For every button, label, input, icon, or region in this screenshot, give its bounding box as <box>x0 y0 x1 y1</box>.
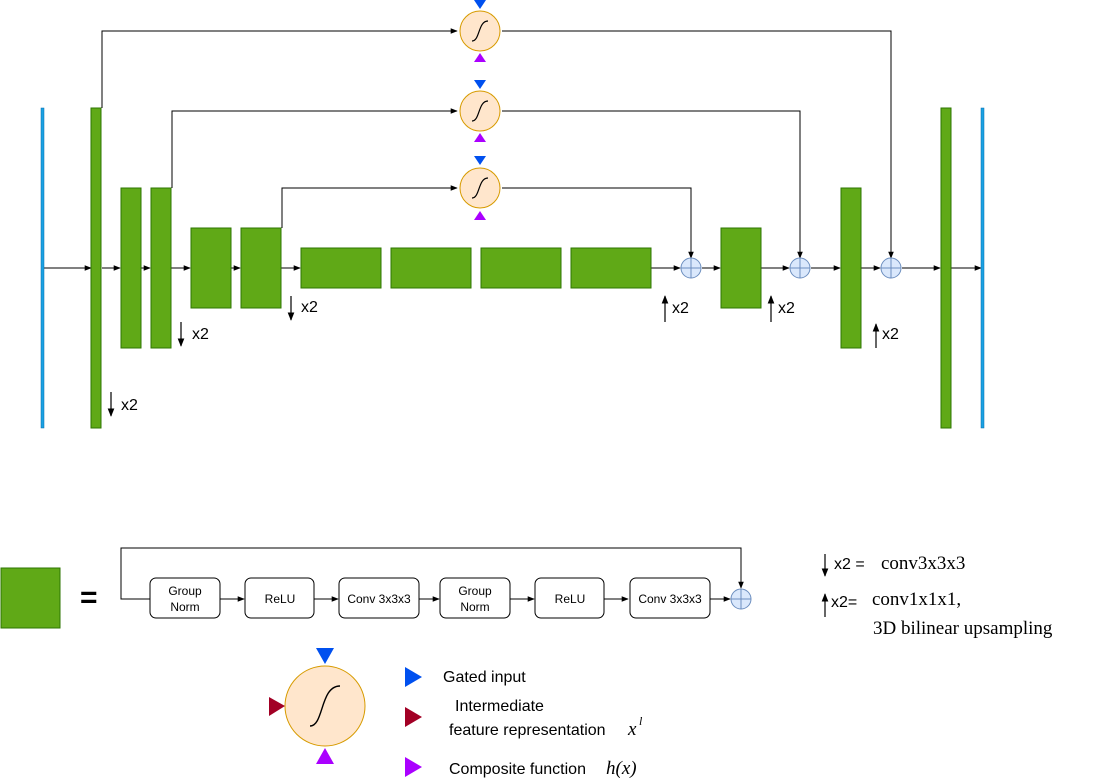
scale-label-dec3: x2 <box>882 326 899 343</box>
step-label: Conv 3x3x3 <box>638 592 702 606</box>
composite-math: h(x) <box>606 758 637 778</box>
legend-step-conv-2 <box>629 577 711 619</box>
step-label: Conv 3x3x3 <box>347 592 411 606</box>
input-bar <box>40 107 45 429</box>
bottleneck-block-1 <box>300 247 382 289</box>
step-label: ReLU <box>265 592 296 606</box>
gated-input-marker <box>405 667 422 687</box>
scale-label-enc3: x2 <box>301 299 318 316</box>
scale-label-enc1: x2 <box>121 397 138 414</box>
legend-block-swatch <box>0 567 61 629</box>
output-bar <box>980 107 985 429</box>
attention-gate-2 <box>459 80 501 142</box>
legend-up-definition-line1: conv1x1x1, <box>872 589 961 610</box>
intermediate-math: x <box>627 719 637 740</box>
legend-step-relu-2 <box>534 577 605 619</box>
sum-node-2 <box>789 257 811 279</box>
residual-path <box>120 547 744 602</box>
skip-connection-1 <box>101 28 894 259</box>
step-label: ReLU <box>555 592 586 606</box>
sum-node-1 <box>880 257 902 279</box>
legend-sum-node <box>730 588 752 610</box>
encoder-block-2a <box>120 187 142 349</box>
intermediate-label-line1: Intermediate <box>455 698 544 715</box>
scale-label-dec1: x2 <box>672 300 689 317</box>
intermediate-label-line2: feature representation <box>449 722 606 739</box>
gate-legend-symbol <box>269 648 366 764</box>
intermediate-marker <box>405 707 422 727</box>
legend-step-relu-1 <box>244 577 315 619</box>
attention-gate-3 <box>459 156 501 220</box>
encoder-block-3b <box>240 227 282 309</box>
legend-step-conv-1 <box>338 577 420 619</box>
encoder-block-1 <box>90 107 102 429</box>
decoder-block-3 <box>720 227 762 309</box>
attention-gate-1 <box>459 0 501 62</box>
scale-label-dec2: x2 <box>778 300 795 317</box>
encoder-block-2b <box>150 187 172 349</box>
sum-node-3 <box>680 257 702 279</box>
legend-up-label: x2= <box>831 594 857 611</box>
legend-down-label: x2 = <box>834 556 865 573</box>
skip-connection-2 <box>171 108 803 259</box>
encoder-block-3a <box>190 227 232 309</box>
decoder-block-2 <box>840 187 862 349</box>
step-label: Norm <box>170 600 199 614</box>
bottleneck-block-2 <box>390 247 472 289</box>
step-label: Group <box>168 584 202 598</box>
composite-label: Composite function <box>449 761 586 778</box>
bottleneck-block-3 <box>480 247 562 289</box>
composite-marker <box>405 757 422 777</box>
bottleneck-block-4 <box>570 247 652 289</box>
decoder-block-1 <box>940 107 952 429</box>
legend-step-groupnorm-2 <box>439 577 511 619</box>
legend-step-groupnorm-1 <box>149 577 221 619</box>
skip-connection-3 <box>281 185 694 259</box>
step-label: Norm <box>460 600 489 614</box>
intermediate-math-sup: l <box>639 714 643 728</box>
step-label: Group <box>458 584 492 598</box>
scale-label-enc2: x2 <box>192 326 209 343</box>
legend-down-definition: conv3x3x3 <box>881 553 965 574</box>
legend-equals-sign: = <box>80 581 98 614</box>
legend-up-definition-line2: 3D bilinear upsampling <box>873 618 1053 639</box>
gated-input-label: Gated input <box>443 669 526 686</box>
